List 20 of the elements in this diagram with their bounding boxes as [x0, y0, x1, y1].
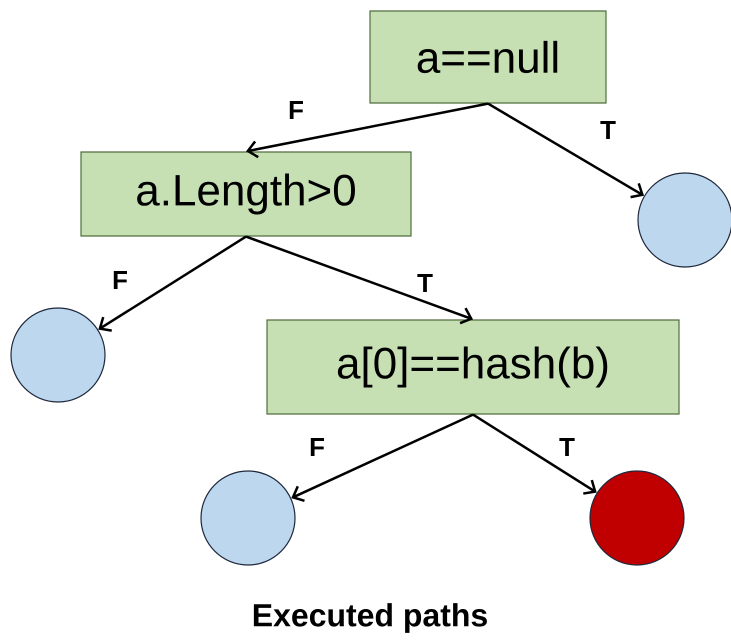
arrow: [472, 414, 597, 495]
edge-label: F: [290, 101, 303, 119]
condition-box: a[0]==hash(b): [266, 319, 680, 415]
leaf-circle: [200, 470, 296, 566]
edge-label: T: [600, 121, 616, 139]
edge-label: F: [310, 438, 324, 456]
arrow: [246, 102, 488, 158]
edge-label: F: [114, 271, 127, 289]
arrow: [98, 236, 247, 332]
arrow: [246, 235, 473, 324]
caption: Executed paths: [254, 603, 487, 633]
leaf-circle: [10, 307, 106, 403]
edge-label: T: [417, 274, 433, 292]
leaf-circle: [589, 470, 685, 566]
arrow: [487, 102, 644, 198]
condition-box: a==null: [369, 10, 607, 104]
edge-label: T: [559, 438, 575, 456]
condition-box: a.Length>0: [80, 151, 412, 237]
leaf-circle: [637, 172, 731, 268]
arrow: [291, 413, 474, 502]
